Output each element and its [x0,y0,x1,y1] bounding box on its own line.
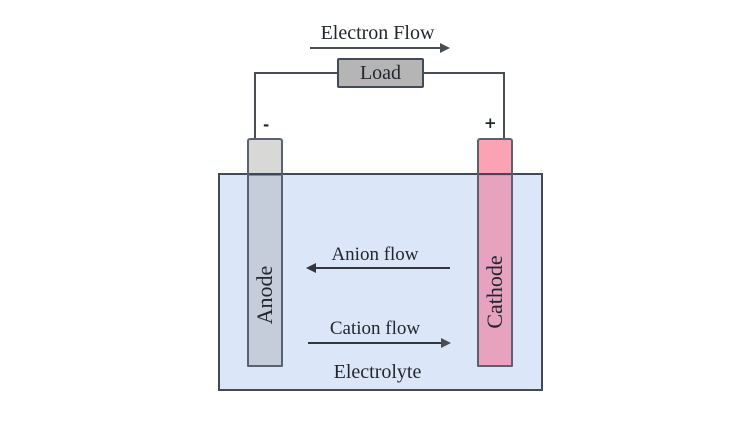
anion-flow-arrowhead-left-icon [306,263,316,273]
wire-right-vertical [503,72,505,140]
load-box: Load [337,58,424,88]
anode-electrode: Anode [247,138,283,367]
cathode-label: Cathode [482,255,507,329]
electron-flow-arrowhead-right-icon [440,43,450,53]
load-label: Load [359,61,402,84]
wire-left-vertical [254,72,256,140]
anode-minus-sign: - [263,116,270,134]
anode-label: Anode [252,265,277,325]
electron-flow-arrow-line [310,47,442,49]
anion-flow-label: Anion flow [331,244,419,265]
cation-flow-arrowhead-right-icon [441,338,451,348]
anion-flow-arrow-line [312,267,450,269]
electrolyte-label: Electrolyte [333,361,422,383]
cathode-electrode: Cathode [477,138,513,367]
cation-flow-arrow-line [308,342,444,344]
wire-left-horizontal [254,72,338,74]
cation-flow-label: Cation flow [329,318,421,339]
cathode-plus-sign: + [484,114,497,132]
electron-flow-label: Electron Flow [320,22,435,44]
wire-right-horizontal [422,72,505,74]
